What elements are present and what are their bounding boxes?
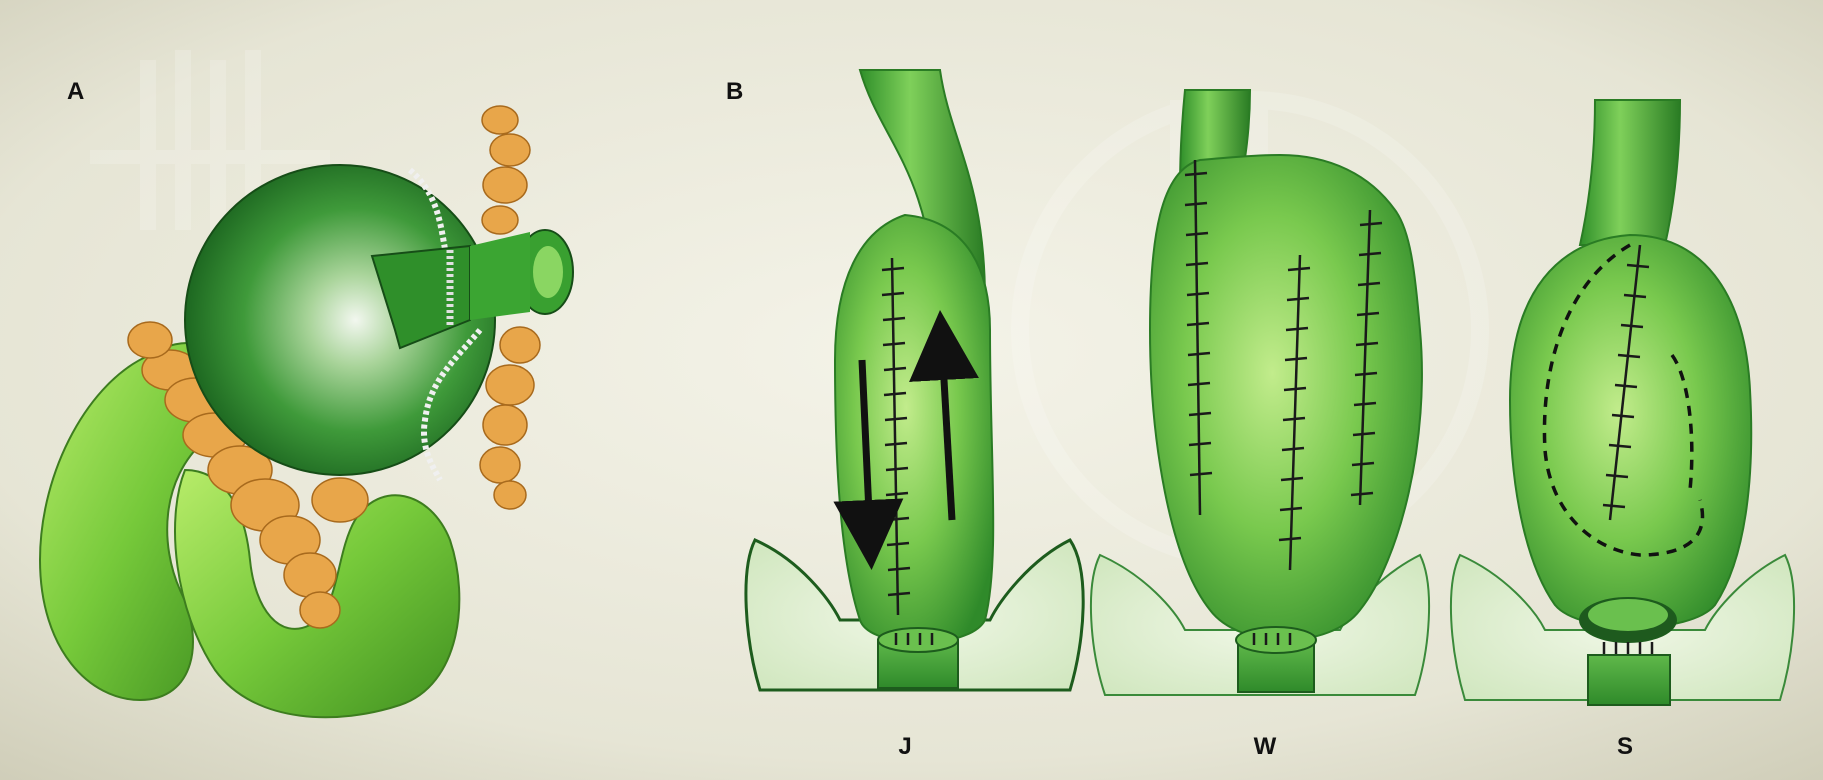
bowel-opening-lumen bbox=[533, 246, 563, 298]
s-afferent-limb bbox=[1580, 100, 1680, 245]
s-efferent-opening-rim bbox=[1588, 599, 1668, 631]
j-pouch-body bbox=[835, 215, 993, 643]
s-pouch-body bbox=[1510, 235, 1751, 628]
j-anastomosis bbox=[878, 628, 958, 652]
w-anastomosis bbox=[1236, 627, 1316, 653]
w-pouch-body bbox=[1150, 155, 1422, 640]
stump-connector bbox=[470, 232, 530, 320]
panel-a-label: A bbox=[67, 78, 84, 106]
s-anal-stump bbox=[1588, 655, 1670, 705]
j-pouch-label: J bbox=[885, 733, 925, 761]
s-pouch-label: S bbox=[1605, 733, 1645, 761]
w-pouch-label: W bbox=[1245, 733, 1285, 761]
panel-b-label: B bbox=[726, 78, 743, 106]
